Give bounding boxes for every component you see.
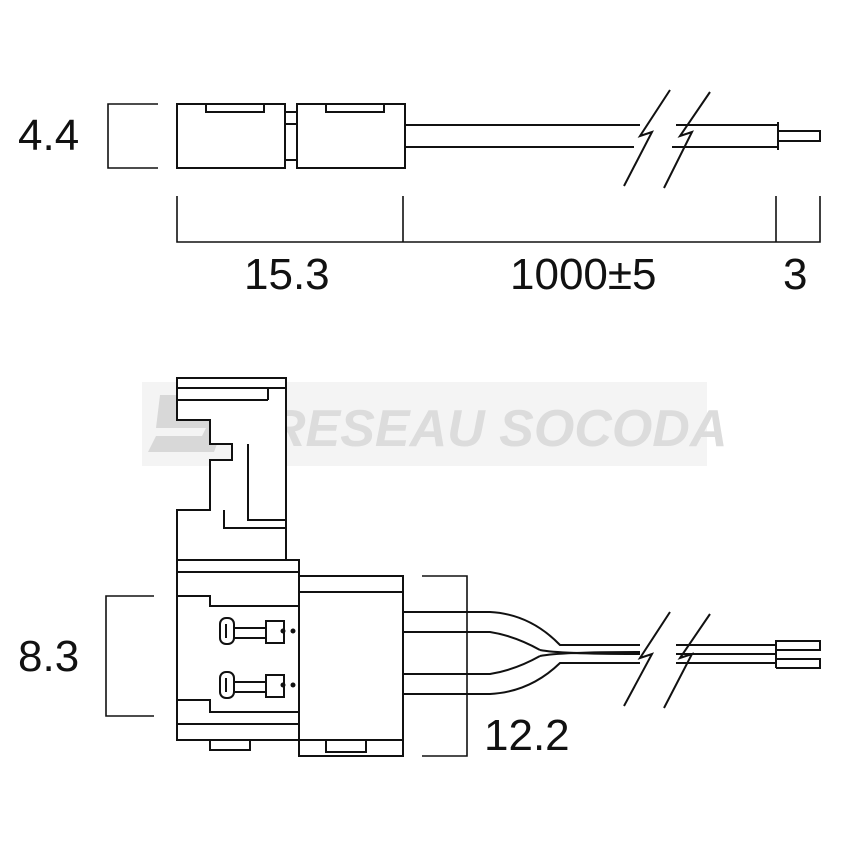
stripped-wire-top (778, 130, 821, 142)
wire-upper (403, 611, 640, 646)
break-mark-2 (663, 91, 711, 189)
width-dimension-line-bottom (422, 575, 468, 757)
connector-base (176, 559, 300, 741)
connector-right-half (296, 103, 406, 169)
stripped-wires-bottom (776, 640, 821, 669)
terminal-lower (219, 671, 296, 699)
height-dimension-bottom: 8.3 (18, 632, 79, 681)
connector-length-label: 15.3 (244, 250, 330, 299)
connector-left-half (176, 103, 286, 169)
strip-length-label: 3 (783, 250, 807, 299)
cable-top (405, 124, 640, 148)
height-dimension-top: 4.4 (18, 111, 79, 160)
bottom-view: 8.3 12.2 (18, 377, 821, 760)
watermark-text: RESEAU SOCODA (268, 400, 727, 458)
break-mark-4 (663, 613, 711, 709)
terminal-upper (219, 617, 296, 645)
break-mark-1 (623, 89, 671, 187)
width-dimension-bottom: 12.2 (484, 711, 570, 760)
wire-lower (403, 662, 640, 695)
cable-clamp-block (298, 575, 404, 757)
length-dimension-lines (176, 196, 821, 243)
height-dimension-line-top (107, 103, 158, 169)
top-view: 4.4 15.3 1000±5 3 (18, 89, 821, 299)
cable-length-label: 1000±5 (510, 250, 657, 299)
connector-lid-open (176, 377, 287, 561)
height-dimension-line-bottom (105, 595, 154, 717)
break-mark-3 (623, 611, 671, 707)
